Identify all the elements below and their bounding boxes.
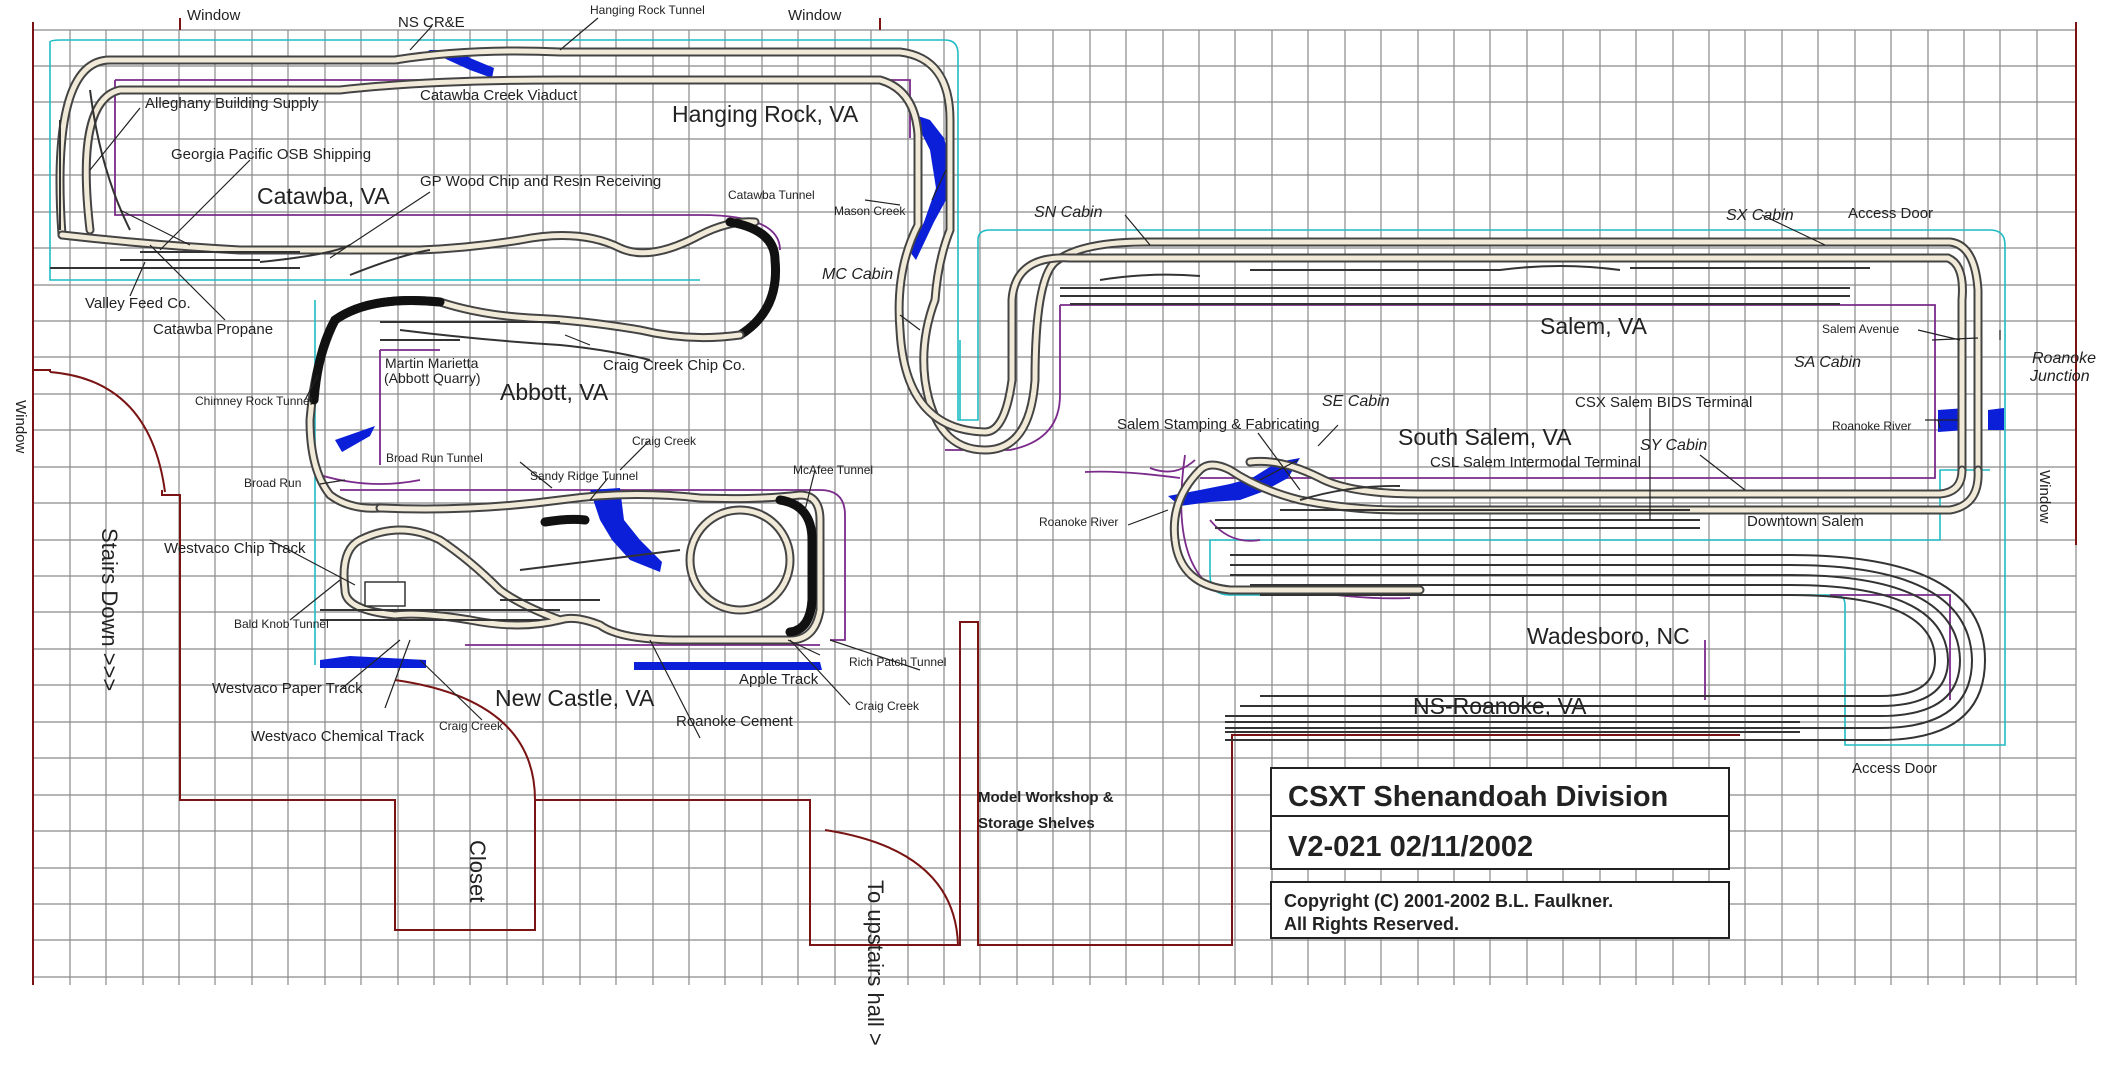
- cabin-sy: SY Cabin: [1640, 437, 1707, 454]
- label-gp-wood: GP Wood Chip and Resin Receiving: [420, 173, 661, 190]
- water-features: [320, 50, 2004, 670]
- mainline-upper-left: [55, 46, 1983, 475]
- label-westvaco-chip: Westvaco Chip Track: [164, 540, 306, 557]
- cabin-sx: SX Cabin: [1726, 207, 1794, 224]
- label-apple-track: Apple Track: [739, 671, 819, 688]
- label-craig-creek-top: Craig Creek: [632, 434, 697, 448]
- cabin-labels: SN Cabin SX Cabin MC Cabin SA Cabin SE C…: [822, 204, 2096, 454]
- town-new-castle: New Castle, VA: [495, 685, 655, 711]
- stairs-label: Stairs Down >>>: [97, 528, 122, 691]
- town-wadesboro: Wadesboro, NC: [1527, 623, 1690, 649]
- room-labels: Window Window Window Window Stairs Down …: [12, 7, 2053, 1046]
- label-rich-patch: Rich Patch Tunnel: [849, 655, 946, 669]
- wadesboro-ns-roanoke-tracks: [1225, 554, 1987, 741]
- label-hanging-rock-tunnel: Hanging Rock Tunnel: [590, 3, 705, 17]
- town-salem: Salem, VA: [1540, 313, 1648, 339]
- label-valley-feed: Valley Feed Co.: [85, 295, 191, 312]
- label-broad-run: Broad Run: [244, 476, 301, 490]
- label-roanoke-cement: Roanoke Cement: [676, 713, 794, 730]
- label-catawba-tunnel: Catawba Tunnel: [728, 188, 815, 202]
- label-csx-bids: CSX Salem BIDS Terminal: [1575, 394, 1752, 411]
- town-hanging-rock: Hanging Rock, VA: [672, 101, 859, 127]
- label-broad-run-tunnel: Broad Run Tunnel: [386, 451, 483, 465]
- label-westvaco-paper: Westvaco Paper Track: [212, 680, 363, 697]
- title-text: CSXT Shenandoah Division: [1288, 781, 1668, 813]
- cabin-mc: MC Cabin: [822, 266, 893, 283]
- cabin-sn: SN Cabin: [1034, 204, 1103, 221]
- roanoke-junction-1: Roanoke: [2032, 350, 2096, 367]
- upstairs-label: To upstairs hall >: [863, 880, 888, 1046]
- benchwork-outline: [114, 79, 1951, 700]
- town-labels: Hanging Rock, VA Catawba, VA Abbott, VA …: [257, 101, 1690, 719]
- room-walls: [32, 18, 2077, 985]
- label-catawba-creek-viaduct: Catawba Creek Viaduct: [420, 87, 578, 104]
- access-door-bottom-label: Access Door: [1852, 760, 1937, 777]
- window-label-left: Window: [12, 400, 29, 454]
- label-chimney-rock: Chimney Rock Tunnel: [195, 394, 312, 408]
- label-bald-knob: Bald Knob Tunnel: [234, 617, 329, 631]
- south-salem-tracks: [1169, 456, 1983, 595]
- label-salem-avenue: Salem Avenue: [1822, 322, 1899, 336]
- town-south-salem: South Salem, VA: [1398, 424, 1572, 450]
- label-alleghany: Alleghany Building Supply: [145, 95, 319, 112]
- roanoke-junction-2: Junction: [2029, 368, 2090, 385]
- track-work: [50, 46, 1987, 741]
- cabin-se: SE Cabin: [1322, 393, 1390, 410]
- label-sandy-ridge: Sandy Ridge Tunnel: [530, 469, 638, 483]
- town-abbott: Abbott, VA: [500, 379, 609, 405]
- label-craig-creek-chip: Craig Creek Chip Co.: [603, 357, 746, 374]
- leader-lines: [89, 17, 2001, 739]
- town-catawba: Catawba, VA: [257, 183, 390, 209]
- label-mcafee: McAfee Tunnel: [793, 463, 873, 477]
- label-westvaco-chemical: Westvaco Chemical Track: [251, 728, 425, 745]
- feature-labels: NS CR&E Hanging Rock Tunnel Catawba Cree…: [85, 3, 1911, 745]
- label-salem-stamping: Salem Stamping & Fabricating: [1117, 416, 1320, 433]
- salem-yard: [1060, 265, 1870, 305]
- label-craig-creek-right: Craig Creek: [855, 699, 920, 713]
- title-block: CSXT Shenandoah Division V2-021 02/11/20…: [1270, 767, 1730, 939]
- new-castle-tracks: [320, 489, 825, 645]
- copyright-line-1: Copyright (C) 2001-2002 B.L. Faulkner.: [1284, 891, 1613, 911]
- workshop-label-1: Model Workshop &: [978, 789, 1114, 806]
- label-craig-creek-low: Craig Creek: [439, 719, 504, 733]
- cabin-sa: SA Cabin: [1794, 354, 1861, 371]
- label-martin-marietta-1: Martin Marietta: [385, 355, 479, 371]
- label-mason-creek: Mason Creek: [834, 204, 906, 218]
- closet-label: Closet: [465, 840, 490, 902]
- label-roanoke-river-left: Roanoke River: [1039, 515, 1118, 529]
- catawba-tracks: [50, 89, 781, 340]
- town-ns-roanoke: NS-Roanoke, VA: [1413, 693, 1587, 719]
- version-text: V2-021 02/11/2002: [1288, 831, 1533, 863]
- abbott-loop: [305, 296, 745, 513]
- label-catawba-propane: Catawba Propane: [153, 321, 273, 338]
- label-georgia-pacific: Georgia Pacific OSB Shipping: [171, 146, 371, 163]
- workshop-label-2: Storage Shelves: [978, 815, 1095, 832]
- label-downtown-salem: Downtown Salem: [1747, 513, 1864, 530]
- label-roanoke-river-right: Roanoke River: [1832, 419, 1911, 433]
- window-label-right: Window: [2036, 470, 2053, 524]
- label-ns-cre: NS CR&E: [398, 14, 465, 31]
- access-door-top-label: Access Door: [1848, 205, 1933, 222]
- window-label-top-mid: Window: [788, 7, 842, 24]
- window-label-top-left: Window: [187, 7, 241, 24]
- copyright-line-2: All Rights Reserved.: [1284, 914, 1459, 934]
- label-martin-marietta-2: (Abbott Quarry): [384, 370, 480, 386]
- label-csl-salem: CSL Salem Intermodal Terminal: [1430, 454, 1641, 471]
